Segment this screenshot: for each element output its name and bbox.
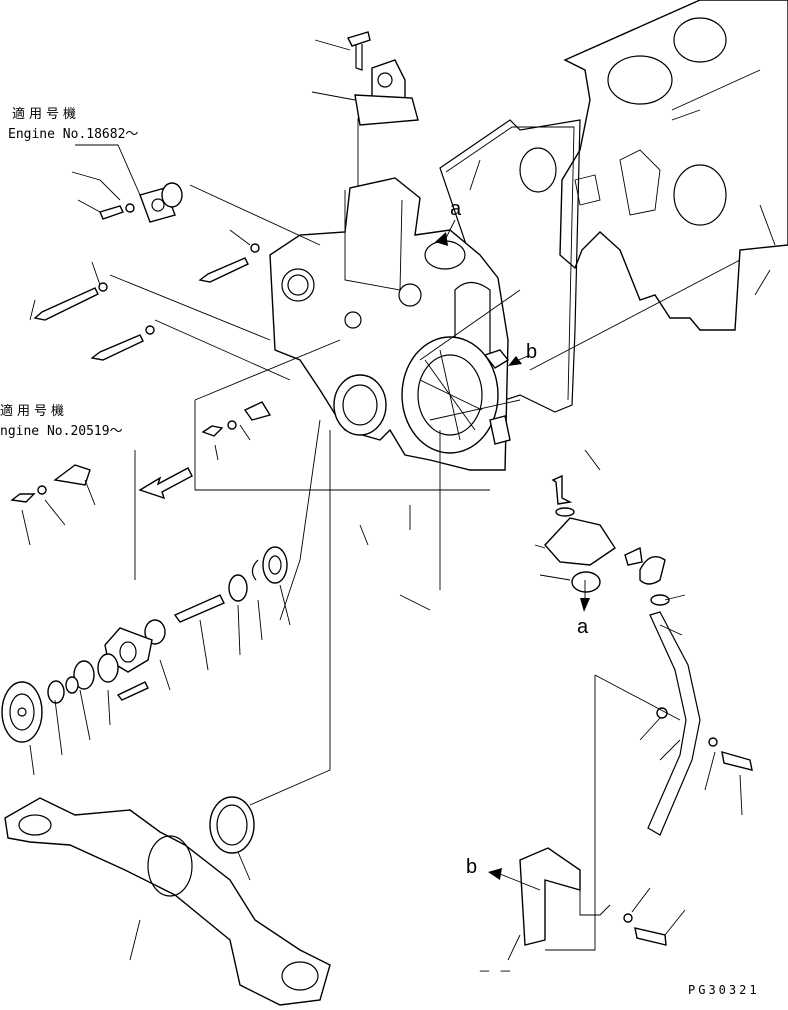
dash-mark: － － xyxy=(478,965,512,980)
reference-b-right: b xyxy=(526,341,538,363)
engine-block xyxy=(519,0,788,331)
oil-seal xyxy=(209,796,255,854)
engine-number-label-2: ngine No.20519～ xyxy=(0,424,123,439)
applicable-label-1: 適用号機 xyxy=(12,107,81,122)
reference-a-lower: a xyxy=(577,616,589,638)
engine-number-label-1: Engine No.18682～ xyxy=(8,127,139,142)
leader-lines xyxy=(21,39,776,961)
top-bracket xyxy=(347,31,419,126)
front-cover-housing xyxy=(269,177,511,471)
drawing-code: PG30321 xyxy=(688,983,760,997)
small-bracket xyxy=(10,464,91,503)
reference-arrows xyxy=(435,219,590,891)
reference-a-top: a xyxy=(450,198,462,220)
idler-pulley-group xyxy=(1,546,288,743)
cover-plate-assembly xyxy=(99,182,183,223)
reference-b-lower: b xyxy=(466,856,478,878)
direction-arrow xyxy=(138,467,193,500)
thermostat-housing-group xyxy=(544,474,753,836)
fan-bracket xyxy=(4,797,331,1006)
applicable-label-2: 適用号機 xyxy=(0,404,69,419)
long-bolts-left xyxy=(33,243,272,437)
bracket-b xyxy=(519,847,667,946)
